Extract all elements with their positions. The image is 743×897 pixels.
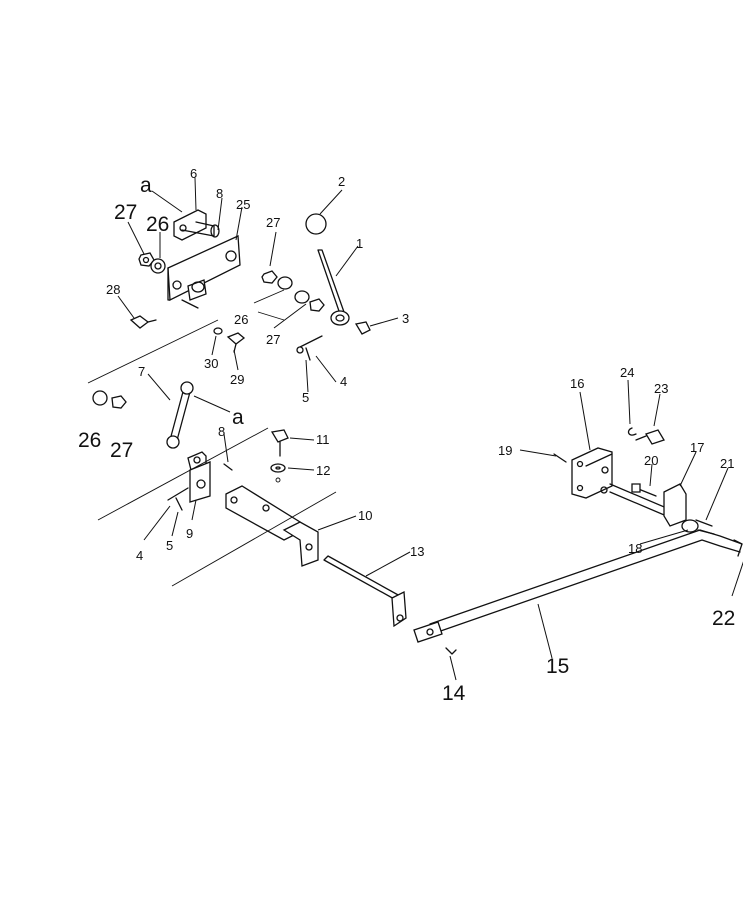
plate-25 xyxy=(167,235,241,309)
label-17: 17 xyxy=(690,440,704,455)
label-14: 14 xyxy=(442,682,466,705)
label-10: 10 xyxy=(358,508,372,523)
clip-24 xyxy=(627,427,637,436)
assembly-line-a xyxy=(87,319,219,384)
label-16: 16 xyxy=(570,376,584,391)
label-22: 22 xyxy=(712,607,735,630)
cotter-pin-5-b xyxy=(175,497,183,511)
rod-15 xyxy=(413,529,743,643)
frame-line-2 xyxy=(171,491,337,587)
label-27-b: 27 xyxy=(266,215,280,230)
label-21: 21 xyxy=(720,456,734,471)
label-4-a: 4 xyxy=(340,374,347,389)
label-12: 12 xyxy=(316,463,330,478)
lever-17 xyxy=(663,483,687,527)
link-rod-7 xyxy=(166,381,194,449)
label-9: 9 xyxy=(186,526,193,541)
pin-22 xyxy=(733,539,743,557)
bolt-20 xyxy=(631,483,657,497)
label-5-a: 5 xyxy=(302,390,309,405)
label-29: 29 xyxy=(230,372,244,387)
nut-27-a xyxy=(138,252,155,267)
label-18: 18 xyxy=(628,541,642,556)
bushing-26-a xyxy=(150,258,166,274)
clevis-pin-4-a xyxy=(296,335,323,354)
spacer-18 xyxy=(681,519,699,533)
label-15: 15 xyxy=(546,655,569,678)
cotter-pin-8-b xyxy=(223,463,233,471)
label-24: 24 xyxy=(620,365,634,380)
bolt-11 xyxy=(270,429,289,457)
nut-27-d xyxy=(111,395,127,409)
label-20: 20 xyxy=(644,453,658,468)
label-2: 2 xyxy=(338,174,345,189)
bracket-16 xyxy=(571,447,613,499)
label-4-b: 4 xyxy=(136,548,143,563)
bracket-10 xyxy=(225,485,319,567)
label-13: 13 xyxy=(410,544,424,559)
label-30: 30 xyxy=(204,356,218,371)
label-1: 1 xyxy=(356,236,363,251)
pin-21 xyxy=(695,519,715,535)
knob-2 xyxy=(305,213,327,235)
bolt-29 xyxy=(226,332,246,353)
spacer-leader xyxy=(253,289,285,321)
label-8-a: 8 xyxy=(216,186,223,201)
label-5-b: 5 xyxy=(166,538,173,553)
label-25: 25 xyxy=(236,197,250,212)
cotter-pin-14 xyxy=(445,647,457,655)
label-27-c: 27 xyxy=(266,332,280,347)
label-11: 11 xyxy=(316,432,330,447)
label-26-c: 26 xyxy=(78,429,101,452)
label-19: 19 xyxy=(498,443,512,458)
lever-1 xyxy=(317,249,350,326)
label-6: 6 xyxy=(190,166,197,181)
nut-27-c xyxy=(309,298,325,312)
label-3: 3 xyxy=(402,311,409,326)
leader-lines xyxy=(117,177,743,681)
grease-fitting-28 xyxy=(129,315,157,329)
label-28: 28 xyxy=(106,282,120,297)
label-26-b: 26 xyxy=(234,312,248,327)
washer-30 xyxy=(213,327,223,335)
nut-26-c xyxy=(92,390,108,406)
label-8-b: 8 xyxy=(218,424,225,439)
cotter-pin-5-a xyxy=(305,347,311,361)
label-23: 23 xyxy=(654,381,668,396)
nut-27-b xyxy=(261,270,278,284)
bushing-26-b xyxy=(277,276,310,304)
washer-12 xyxy=(270,463,286,483)
part-labels: 1 2 3 4 4 5 5 6 7 8 8 9 10 11 12 13 14 1… xyxy=(78,166,735,705)
bracket-6 xyxy=(173,209,220,241)
bracket-9 xyxy=(187,451,211,503)
pin-19 xyxy=(553,453,567,463)
label-27-d: 27 xyxy=(110,439,133,462)
pin-4-b xyxy=(167,487,189,501)
label-26-a: 26 xyxy=(146,213,169,236)
ref-a-lower: a xyxy=(232,406,244,429)
frame-line-1 xyxy=(97,427,269,521)
bolt-3 xyxy=(354,321,371,335)
label-27-a: 27 xyxy=(114,201,137,224)
rod-13 xyxy=(323,555,407,628)
label-7: 7 xyxy=(138,364,145,379)
bolt-23 xyxy=(635,429,665,445)
ref-a-upper: a xyxy=(140,174,152,197)
